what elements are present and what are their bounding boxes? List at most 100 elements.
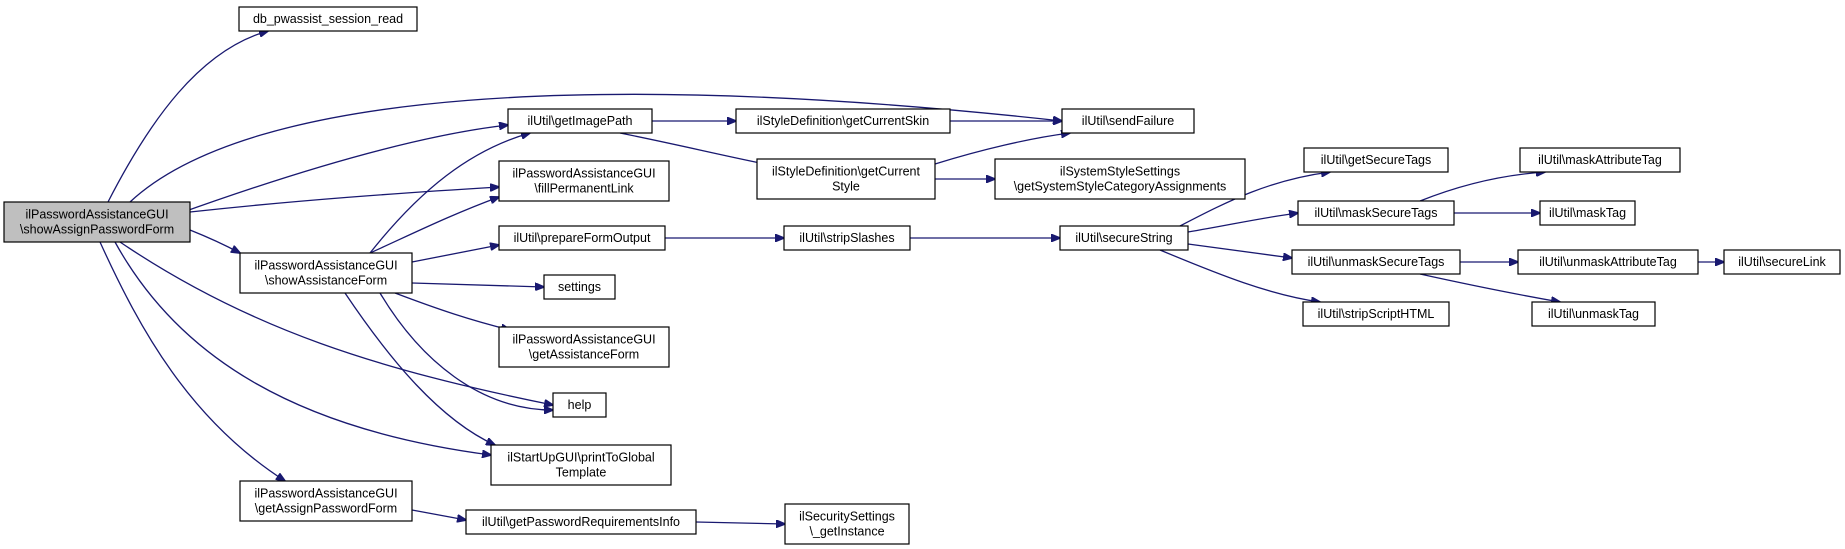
node-label: db_pwassist_session_read [253,12,403,26]
edges-layer [99,31,1724,524]
node-fillPermanentLink[interactable]: ilPasswordAssistanceGUI\fillPermanentLin… [498,160,670,202]
edge-showAssistanceForm-to-printToGlobalTemplate [344,292,495,445]
node-label: ilUtil\getImagePath [528,114,633,128]
node-settings[interactable]: settings [543,274,616,300]
node-box [552,392,607,418]
node-unmaskAttributeTag[interactable]: ilUtil\unmaskAttributeTag [1517,249,1699,275]
node-label: ilSystemStyleSettings [1060,165,1180,179]
node-maskTag[interactable]: ilUtil\maskTag [1539,200,1636,226]
node-label: ilUtil\prepareFormOutput [514,231,651,245]
node-box [498,225,666,251]
node-label: ilUtil\unmaskSecureTags [1308,255,1445,269]
node-getSystemStyleCategoryAssignments[interactable]: ilSystemStyleSettings\getSystemStyleCate… [994,158,1246,200]
node-box [1061,108,1195,134]
node-db_read[interactable]: db_pwassist_session_read [238,6,418,32]
node-secureLink[interactable]: ilUtil\secureLink [1723,249,1841,275]
node-label: ilPasswordAssistanceGUI [254,259,397,273]
node-label: ilStyleDefinition\getCurrent [772,165,921,179]
edge-getCurrentStyle-to-sendFailure [934,133,1070,165]
node-getPasswordRequirementsInfo[interactable]: ilUtil\getPasswordRequirementsInfo [465,509,697,535]
node-stripScriptHTML[interactable]: ilUtil\stripScriptHTML [1302,301,1450,327]
node-showAssistanceForm[interactable]: ilPasswordAssistanceGUI\showAssistanceFo… [239,252,413,294]
node-getSecureTags[interactable]: ilUtil\getSecureTags [1303,147,1449,173]
node-box [543,274,616,300]
node-label: ilSecuritySettings [799,510,895,524]
node-getImagePath[interactable]: ilUtil\getImagePath [507,108,653,134]
node-box [1517,249,1699,275]
node-label: help [568,398,592,412]
edge-root-to-printToGlobalTemplate [114,241,491,455]
node-label: ilUtil\getSecureTags [1321,153,1431,167]
node-root[interactable]: ilPasswordAssistanceGUI\showAssignPasswo… [3,201,191,243]
node-secureString[interactable]: ilUtil\secureString [1059,225,1189,251]
node-label: \_getInstance [809,525,884,539]
node-label: \showAssistanceForm [265,274,387,288]
edge-showAssistanceForm-to-getImagePath [369,133,530,254]
node-box [1539,200,1636,226]
node-box [994,158,1246,200]
node-box [1297,200,1455,226]
node-box [1302,301,1450,327]
node-box [498,326,670,368]
node-getInstance[interactable]: ilSecuritySettings\_getInstance [784,503,910,545]
node-label: ilPasswordAssistanceGUI [512,333,655,347]
node-sendFailure[interactable]: ilUtil\sendFailure [1061,108,1195,134]
node-getAssignPasswordForm[interactable]: ilPasswordAssistanceGUI\getAssignPasswor… [239,480,413,522]
edge-getPasswordRequirementsInfo-to-getInstance [695,522,785,524]
node-maskAttributeTag[interactable]: ilUtil\maskAttributeTag [1519,147,1681,173]
edge-root-to-fillPermanentLink [189,187,499,213]
node-label: \fillPermanentLink [534,182,634,196]
edge-getAssignPasswordForm-to-getPasswordRequirementsInfo [411,509,466,520]
node-box [3,201,191,243]
edge-root-to-sendFailure [129,93,1062,203]
node-label: ilUtil\maskSecureTags [1315,206,1438,220]
node-label: \getSystemStyleCategoryAssignments [1014,180,1227,194]
node-box [239,252,413,294]
edge-root-to-db_read [107,31,268,203]
node-box [1303,147,1449,173]
node-label: ilPasswordAssistanceGUI [25,208,168,222]
node-getAssistanceForm[interactable]: ilPasswordAssistanceGUI\getAssistanceFor… [498,326,670,368]
node-label: ilUtil\unmaskAttributeTag [1539,255,1677,269]
node-box [756,158,936,200]
node-label: settings [558,280,601,294]
node-box [239,480,413,522]
node-unmaskTag[interactable]: ilUtil\unmaskTag [1531,301,1656,327]
node-label: ilUtil\secureLink [1738,255,1826,269]
node-box [1723,249,1841,275]
node-unmaskSecureTags[interactable]: ilUtil\unmaskSecureTags [1291,249,1461,275]
node-label: ilStyleDefinition\getCurrentSkin [757,114,929,128]
edge-showAssistanceForm-to-help [379,292,553,410]
edge-getImagePath-to-getCurrentStyle [619,132,770,165]
node-maskSecureTags[interactable]: ilUtil\maskSecureTags [1297,200,1455,226]
node-prepareFormOutput[interactable]: ilUtil\prepareFormOutput [498,225,666,251]
edge-secureString-to-stripScriptHTML [1159,249,1320,302]
node-getCurrentSkin[interactable]: ilStyleDefinition\getCurrentSkin [735,108,951,134]
node-box [1519,147,1681,173]
node-label: ilStartUpGUI\printToGlobal [507,451,654,465]
edge-secureString-to-getSecureTags [1179,172,1330,227]
node-label: ilUtil\unmaskTag [1548,307,1639,321]
node-help[interactable]: help [552,392,607,418]
node-label: ilUtil\secureString [1075,231,1172,245]
node-label: \getAssistanceForm [529,348,639,362]
node-label: ilPasswordAssistanceGUI [512,167,655,181]
nodes-layer: ilPasswordAssistanceGUI\showAssignPasswo… [3,6,1841,545]
node-stripSlashes[interactable]: ilUtil\stripSlashes [783,225,911,251]
edge-root-to-getAssignPasswordForm [99,241,285,481]
node-box [465,509,697,535]
edge-root-to-help [119,241,553,405]
edge-secureString-to-unmaskSecureTags [1187,243,1292,258]
node-box [735,108,951,134]
edge-showAssistanceForm-to-getAssistanceForm [394,292,510,330]
node-label: ilUtil\getPasswordRequirementsInfo [482,515,680,529]
node-box [507,108,653,134]
node-label: ilUtil\maskAttributeTag [1538,153,1662,167]
node-label: ilUtil\sendFailure [1082,114,1174,128]
edge-unmaskSecureTags-to-unmaskTag [1419,273,1560,302]
node-box [1531,301,1656,327]
edge-showAssistanceForm-to-settings [411,282,544,287]
